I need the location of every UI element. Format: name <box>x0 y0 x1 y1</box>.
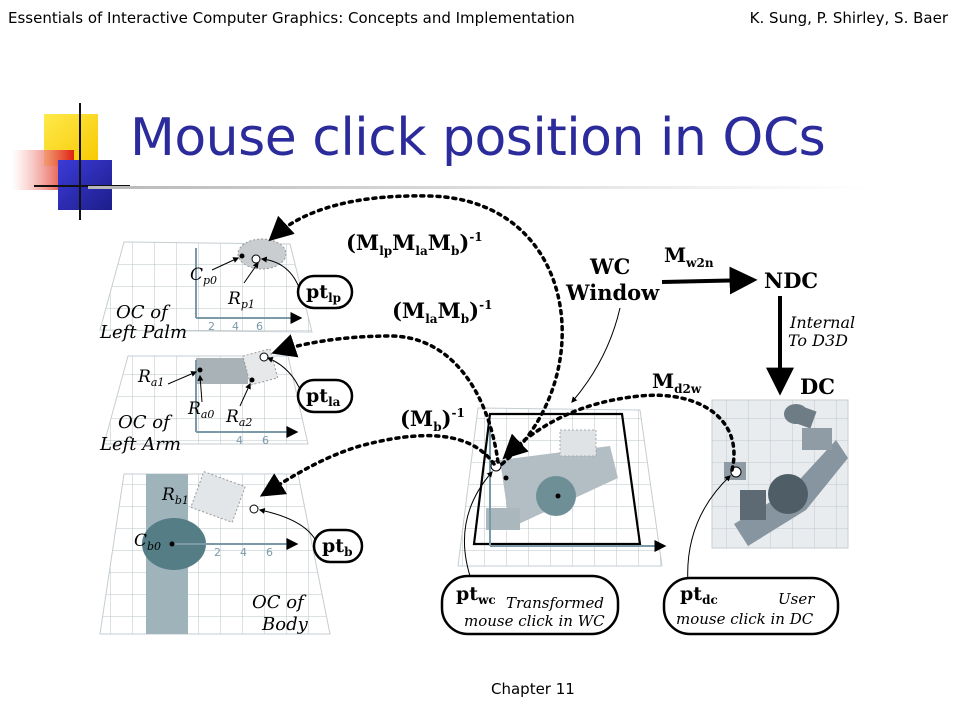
ptdc-pt: ptdc <box>680 583 718 607</box>
ptdc-bubble <box>662 576 840 636</box>
arrow-to-arm <box>271 334 500 464</box>
wc-window-frame <box>472 412 642 546</box>
arm-panel: Ra1 Ra0 Ra2 4 6 OC of Left Arm ptla <box>99 348 354 455</box>
cb-label: Cb0 <box>134 531 161 553</box>
pt-b-bubble <box>312 528 364 564</box>
palm-oc-line1: OC of <box>116 302 171 323</box>
dc-panel <box>711 399 849 549</box>
palm-tick-6: 6 <box>256 320 263 333</box>
body-panel: Rb1 Cb0 2 4 6 OC of Body ptb <box>99 470 364 635</box>
arrow-dc-to-wc <box>502 393 736 472</box>
dc-label: DC <box>800 374 835 399</box>
rb-label: Rb1 <box>161 485 189 507</box>
cp-label: Cp0 <box>190 265 217 287</box>
mw2n-label: Mw2n <box>664 243 714 270</box>
footer-chapter: Chapter 11 <box>491 680 575 698</box>
ptwc-bubble <box>440 574 620 636</box>
ptwc-line2: mouse click in WC <box>464 612 605 630</box>
body-oc-line1: OC of <box>252 592 307 613</box>
ptwc-line1: Transformed <box>506 594 604 612</box>
ptdc-line2: mouse click in DC <box>676 610 814 628</box>
body-tick-6: 6 <box>266 546 273 559</box>
ra0-label: Ra0 <box>187 399 214 421</box>
arrow-to-body <box>259 433 496 497</box>
wc-window-line2: Window <box>565 280 660 305</box>
matrix-la-label: (MlaMb)-1 <box>392 298 492 326</box>
ptdc-line1: User <box>778 590 815 608</box>
palm-tick-4: 4 <box>232 320 239 333</box>
arm-oc-line1: OC of <box>118 412 173 433</box>
slide-title: Mouse click position in OCs <box>130 108 826 168</box>
w2n-arrow <box>661 266 758 295</box>
pt-la-bubble <box>296 378 354 414</box>
body-oc-line2: Body <box>261 614 309 635</box>
matrix-b-label: (Mb)-1 <box>400 406 465 434</box>
pt-la-label: ptla <box>306 385 341 409</box>
ra2-label: Ra2 <box>225 407 252 429</box>
book-title: Essentials of Interactive Computer Graph… <box>8 9 575 27</box>
wc-window-line1: WC <box>589 254 630 279</box>
rp-label: Rp1 <box>227 289 255 311</box>
pt-lp-label: ptlp <box>306 281 341 305</box>
palm-panel: Cp0 Rp1 2 4 6 OC of Left Palm ptlp <box>99 238 354 343</box>
internal-line2: To D3D <box>788 331 848 350</box>
wc-panel <box>457 407 667 567</box>
ptwc-pt: ptwc <box>456 583 496 607</box>
body-tick-4: 4 <box>240 546 247 559</box>
pt-b-label: ptb <box>322 535 352 559</box>
authors: K. Sung, P. Shirley, S. Baer <box>749 9 948 27</box>
palm-oc-line2: Left Palm <box>99 322 187 343</box>
matrix-lp-label: (MlpMlaMb)-1 <box>346 230 483 258</box>
arrow-to-palm <box>268 194 564 466</box>
internal-line1: Internal <box>789 313 855 332</box>
arm-oc-line2: Left Arm <box>99 434 181 455</box>
pt-lp-bubble <box>296 274 354 310</box>
arm-tick-4: 4 <box>236 434 243 447</box>
ra1-label: Ra1 <box>137 367 164 389</box>
ndc-label: NDC <box>764 268 818 293</box>
arm-tick-6: 6 <box>262 434 269 447</box>
md2w-label: Md2w <box>652 369 702 396</box>
palm-tick-2: 2 <box>208 320 215 333</box>
body-tick-2: 2 <box>214 546 221 559</box>
